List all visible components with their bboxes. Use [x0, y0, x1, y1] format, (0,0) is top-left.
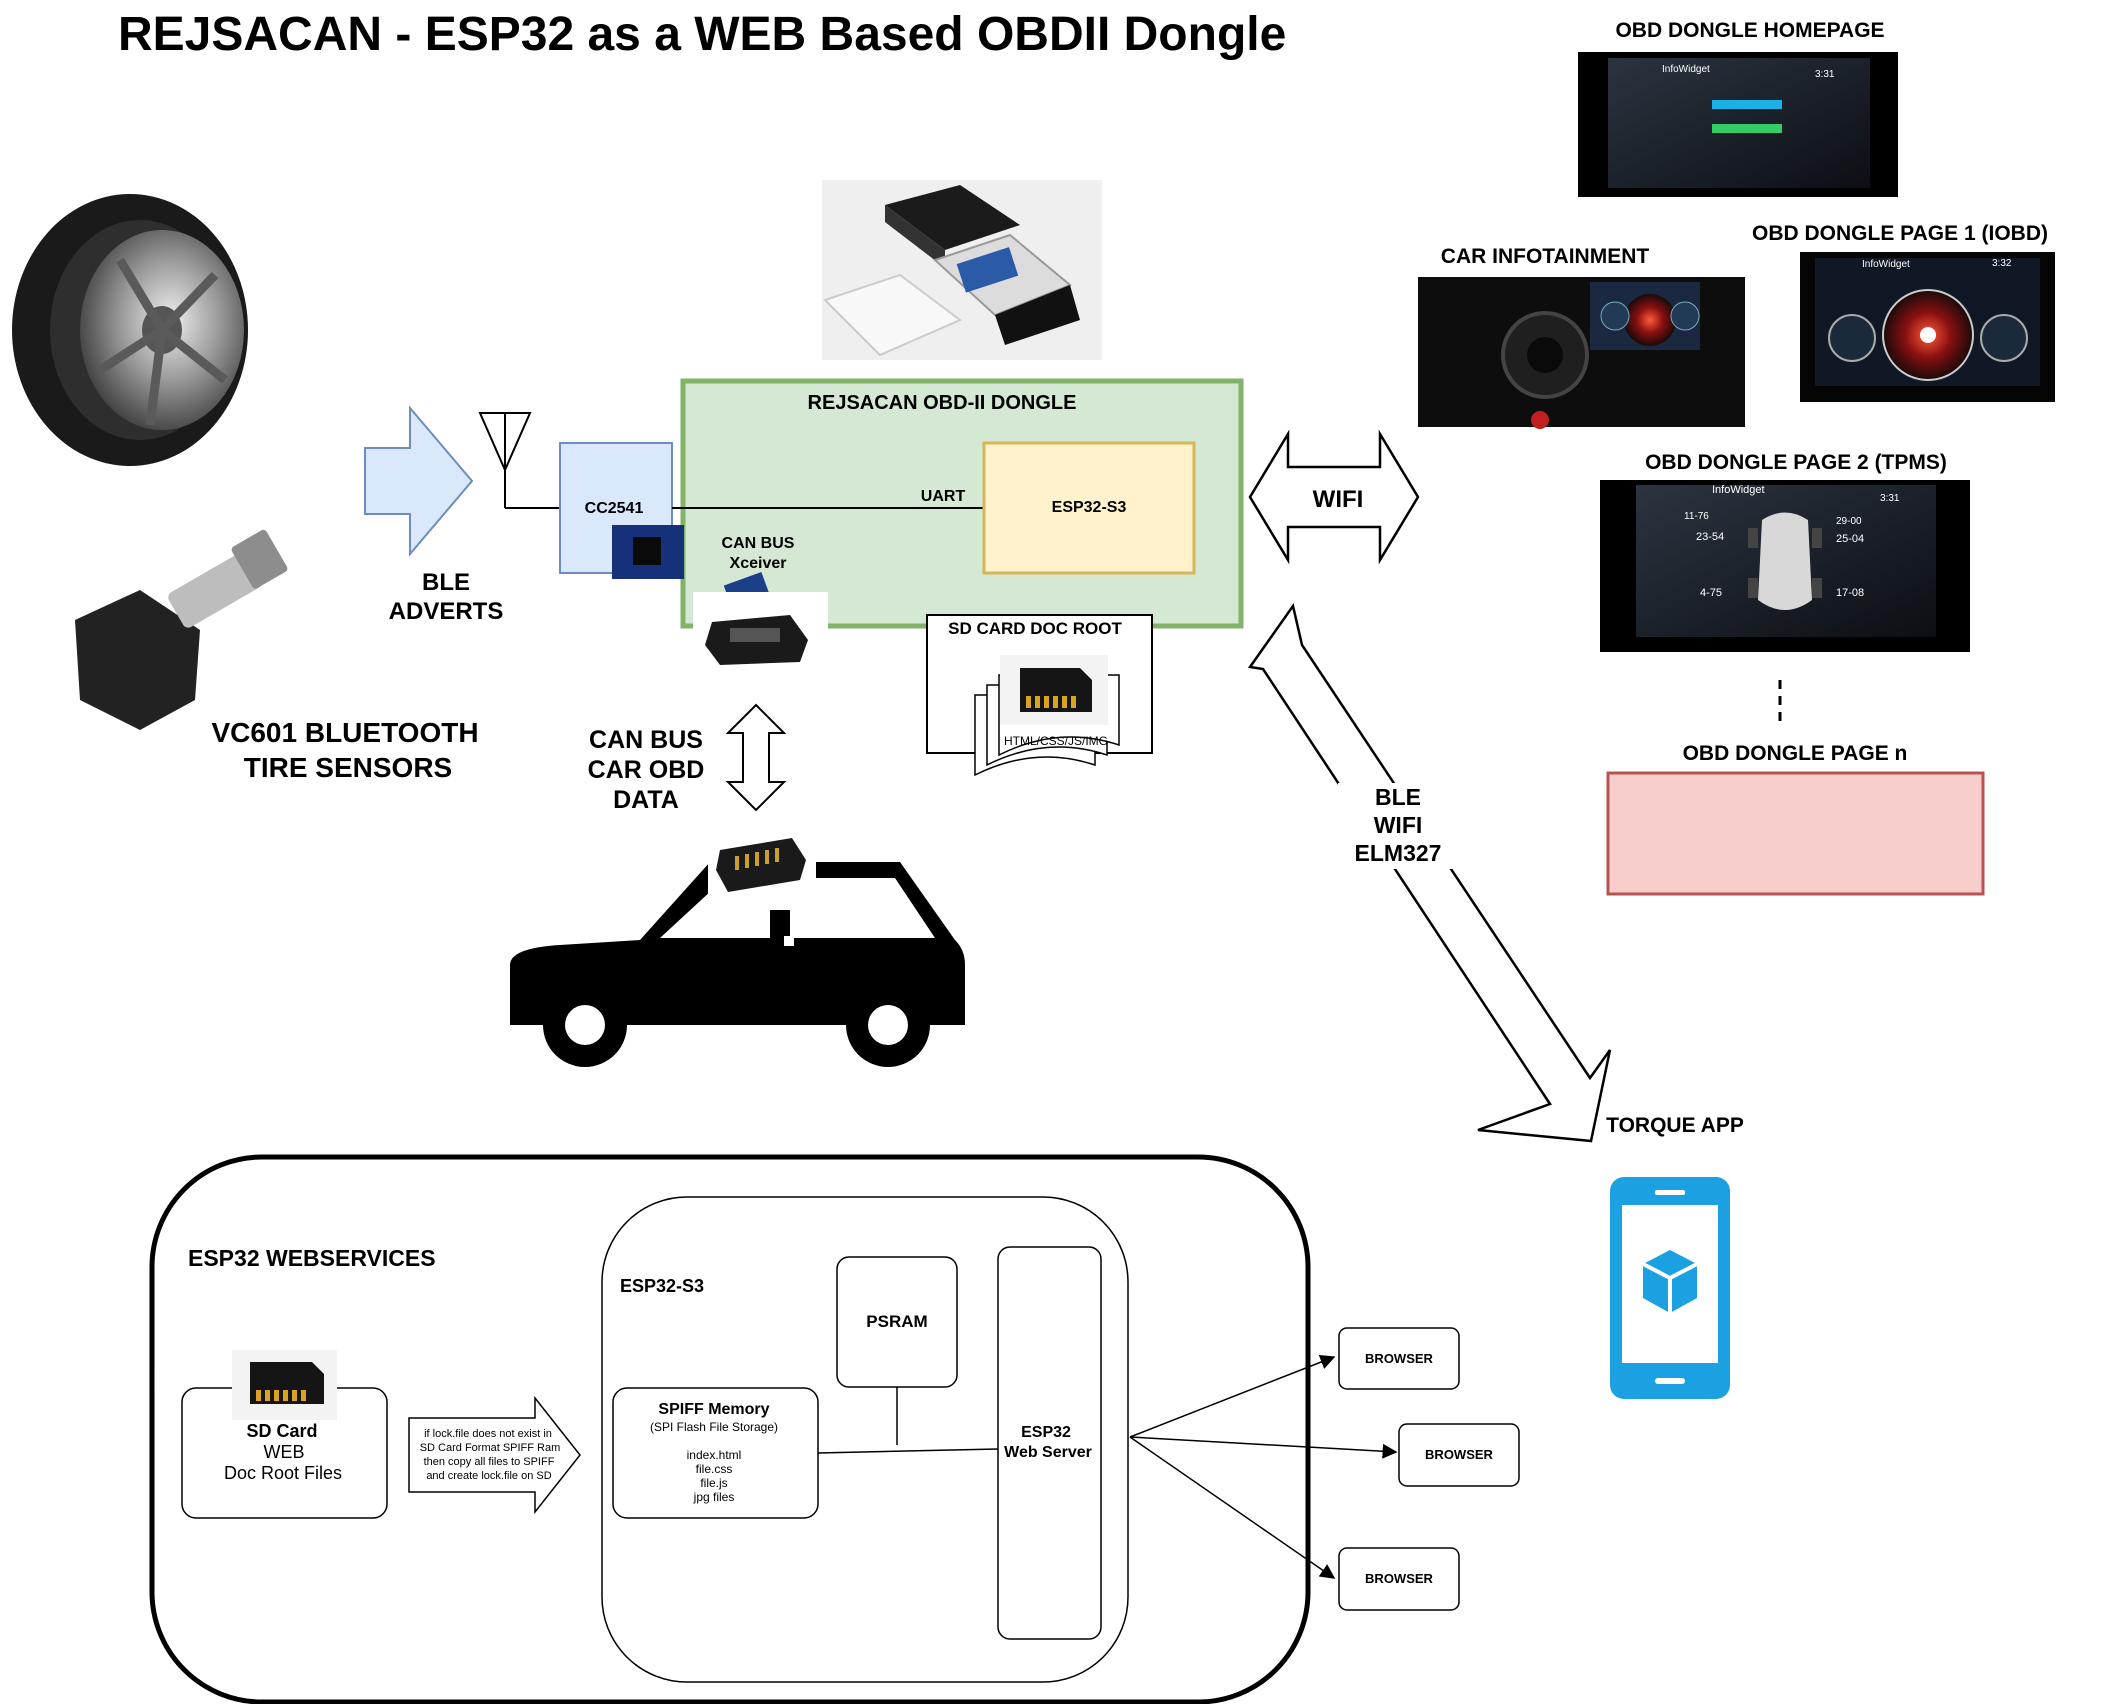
- copy-arrow: [408, 1395, 581, 1515]
- sd-card-icon: [232, 1350, 337, 1420]
- sensors-label-line1: VC601 BLUETOOTH: [211, 717, 478, 748]
- tpms-front-right-pressure: 25-04: [1836, 533, 1864, 545]
- tire-image: [12, 194, 248, 466]
- esp32-s3-container: [601, 1196, 1129, 1683]
- sd-card-line3: Doc Root Files: [224, 1463, 342, 1483]
- sd-root-label: SD CARD DOC ROOT: [948, 619, 1122, 638]
- spiff-title: SPIFF Memory: [658, 1401, 769, 1418]
- tpms-front-right-temp: 29-00: [1836, 516, 1862, 527]
- cc2541-label: CC2541: [585, 500, 644, 517]
- micro-sd-card-icon: [1000, 655, 1108, 725]
- sd-card-line2: WEB: [263, 1442, 304, 1462]
- ble-wifi-elm-line3: ELM327: [1355, 840, 1442, 866]
- dongle-title: REJSACAN OBD-II DONGLE: [808, 392, 1077, 414]
- homepage-clock: 3:31: [1815, 69, 1835, 80]
- browser-box-2: [1398, 1423, 1520, 1487]
- web-server-box: [997, 1246, 1102, 1640]
- web-server-line1: ESP32: [1021, 1424, 1071, 1441]
- sd-card-title: SD Card: [246, 1421, 317, 1441]
- ble-wifi-elm-line2: WIFI: [1374, 812, 1423, 838]
- can-bus-double-arrow: [725, 703, 787, 812]
- ble-adverts-arrow: [364, 405, 474, 557]
- infotainment-label: CAR INFOTAINMENT: [1441, 245, 1650, 268]
- page1-clock: 3:32: [1992, 258, 2012, 269]
- tpms-front-left-temp: 11-76: [1684, 511, 1709, 522]
- phone-app-icon: [1610, 1177, 1730, 1399]
- pagen-box: [1606, 771, 1985, 896]
- page-title: REJSACAN - ESP32 as a WEB Based OBDII Do…: [118, 8, 1286, 61]
- wifi-label: WIFI: [1313, 486, 1364, 513]
- tpms-front-left-pressure: 23-54: [1696, 531, 1724, 543]
- can-data-line2: CAR OBD: [588, 756, 705, 784]
- ble-adverts-line1: BLE: [422, 569, 470, 596]
- spiff-to-server-connector: [817, 1448, 999, 1454]
- esp32-label: ESP32-S3: [1052, 499, 1127, 516]
- ble-wifi-elm-bg: [1338, 783, 1458, 869]
- pagen-label: OBD DONGLE PAGE n: [1683, 742, 1908, 765]
- page2-clock: 3:31: [1880, 493, 1900, 504]
- page1-screenshot: InfoWidget 3:32: [1800, 252, 2055, 402]
- browser-label-2: BROWSER: [1425, 1447, 1494, 1462]
- browser-box-1: [1338, 1327, 1460, 1390]
- cc2541-module-image: [612, 525, 684, 579]
- can-xceiver-line1: CAN BUS: [722, 535, 795, 552]
- wifi-double-arrow: [1248, 429, 1420, 565]
- copy-note-line2: SD Card Format SPIFF Ram: [420, 1442, 561, 1454]
- tpms-sensor-image: [75, 529, 288, 730]
- antenna-icon: [478, 412, 560, 509]
- browser-label-3: BROWSER: [1365, 1571, 1434, 1586]
- ble-adverts-line2: ADVERTS: [389, 598, 504, 625]
- ble-wifi-elm-arrow: [1247, 602, 1612, 1143]
- uart-label: UART: [921, 488, 966, 505]
- browser-label-1: BROWSER: [1365, 1351, 1434, 1366]
- car-icon: [510, 862, 965, 1067]
- can-data-line1: CAN BUS: [589, 726, 703, 754]
- psram-label: PSRAM: [866, 1312, 927, 1331]
- spiff-file-1: index.html: [687, 1448, 742, 1462]
- copy-note-line3: then copy all files to SPIFF: [424, 1456, 555, 1468]
- page2-screenshot: InfoWidget 3:31 11-76 23-54 29-00 25-04 …: [1600, 480, 1970, 652]
- car-obd-port-image: [708, 818, 816, 910]
- copy-note-line4: and create lock.file on SD: [426, 1470, 551, 1482]
- can-data-line3: DATA: [613, 786, 679, 814]
- spiff-file-4: jpg files: [693, 1490, 735, 1504]
- server-to-browser-3: [1129, 1436, 1336, 1579]
- dongle-photo: [822, 180, 1102, 360]
- sensors-label-line2: TIRE SENSORS: [244, 752, 452, 783]
- esp32-block: [982, 441, 1196, 575]
- homepage-infowidget: InfoWidget: [1662, 64, 1710, 75]
- web-server-line2: Web Server: [1004, 1444, 1092, 1461]
- spiff-subtitle: (SPI Flash File Storage): [650, 1420, 778, 1434]
- webservices-title: ESP32 WEBSERVICES: [188, 1245, 436, 1271]
- obd-connector-image: [693, 592, 828, 672]
- browser-box-3: [1338, 1547, 1460, 1611]
- infotainment-screenshot: [1418, 277, 1745, 429]
- can-xceiver-line2: Xceiver: [730, 555, 787, 572]
- page1-infowidget: InfoWidget: [1862, 259, 1910, 270]
- torque-app-label: TORQUE APP: [1606, 1114, 1744, 1137]
- homepage-screenshot: InfoWidget 3:31: [1578, 52, 1898, 197]
- spiff-file-2: file.css: [696, 1462, 733, 1476]
- tpms-rear-left-pressure: 4-75: [1700, 587, 1722, 599]
- tpms-rear-right-pressure: 17-08: [1836, 587, 1864, 599]
- page2-infowidget: InfoWidget: [1712, 484, 1765, 496]
- copy-note-line1: if lock.file does not exist in: [424, 1428, 552, 1440]
- page1-label: OBD DONGLE PAGE 1 (IOBD): [1752, 222, 2048, 245]
- spiff-file-3: file.js: [700, 1476, 727, 1490]
- esp32-s3-label: ESP32-S3: [620, 1276, 704, 1296]
- ble-wifi-elm-line1: BLE: [1375, 784, 1421, 810]
- page2-label: OBD DONGLE PAGE 2 (TPMS): [1645, 451, 1947, 474]
- server-to-browser-2: [1129, 1436, 1398, 1459]
- homepage-label: OBD DONGLE HOMEPAGE: [1615, 19, 1884, 42]
- server-to-browser-1: [1129, 1354, 1336, 1438]
- sd-root-files: HTML/CSS/JS/IMG: [1004, 734, 1108, 748]
